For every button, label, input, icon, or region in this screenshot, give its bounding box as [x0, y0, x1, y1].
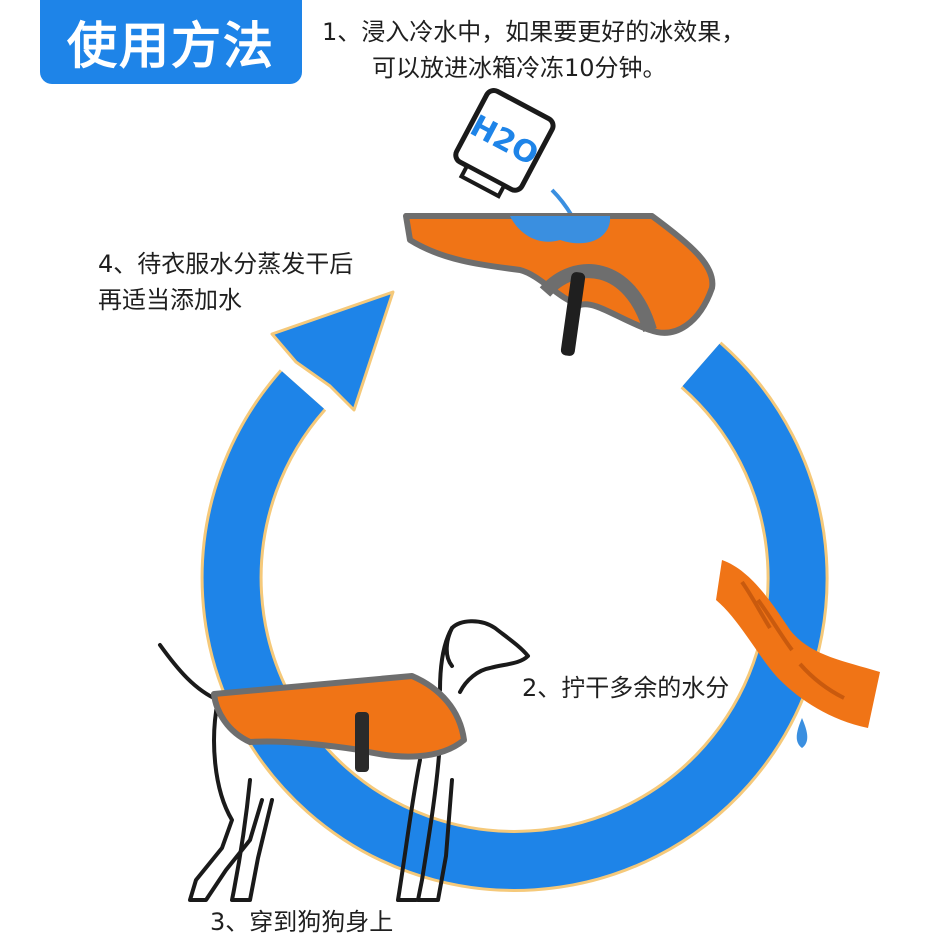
- vest-wringing-icon: [716, 560, 880, 748]
- step-3-text: 3、穿到狗狗身上: [210, 908, 394, 936]
- step-4-line-1: 4、待衣服水分蒸发干后: [98, 250, 354, 278]
- step-2-text: 2、拧干多余的水分: [522, 674, 730, 702]
- step-1-line-1: 1、浸入冷水中，如果要更好的冰效果，: [322, 18, 746, 46]
- water-stream: [550, 188, 574, 218]
- step-4-text: 4、待衣服水分蒸发干后 再适当添加水: [98, 246, 353, 318]
- vest-soaking-icon: [403, 213, 716, 356]
- dog-icon: [158, 619, 530, 902]
- page-title: 使用方法: [67, 17, 275, 75]
- vest-worn-icon: [211, 673, 467, 772]
- water-bottle-icon: H2O: [453, 87, 556, 199]
- water-drop-icon: [796, 718, 808, 748]
- cycle-arrow-head: [270, 290, 395, 412]
- title-badge: 使用方法: [40, 0, 302, 84]
- step-1-text: 1、浸入冷水中，如果要更好的冰效果， 可以放进冰箱冷冻10分钟。: [322, 14, 745, 86]
- step-1-line-2: 可以放进冰箱冷冻10分钟。: [372, 54, 667, 82]
- cycle-ring-inner: [203, 343, 826, 889]
- step-4-line-2: 再适当添加水: [98, 286, 242, 314]
